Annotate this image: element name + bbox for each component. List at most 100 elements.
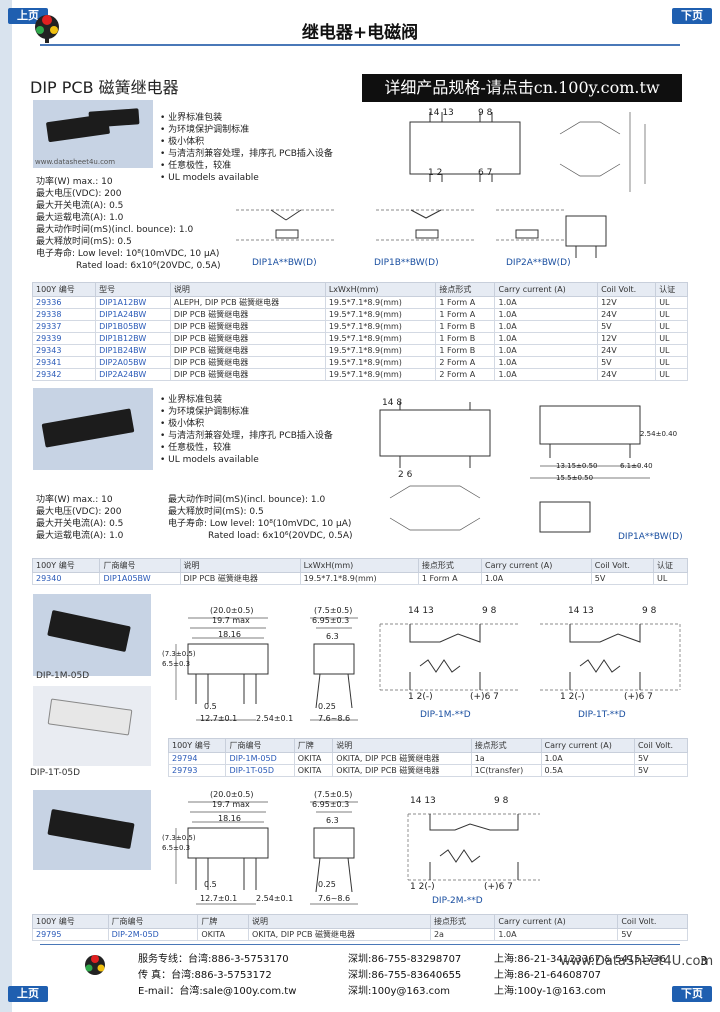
spec-item: 功率(W) max.: 10 — [36, 177, 113, 187]
pin-label-bottom: 2 6 — [398, 470, 413, 480]
diagram-label: DIP1A**BW(D) — [252, 258, 317, 268]
footer-email[interactable]: 深圳:100y@163.com — [348, 986, 450, 997]
feature-item: 业界标准包装 — [160, 112, 333, 124]
pin-label-bottom-right: (+)6 7 — [484, 882, 513, 892]
spec-list-2-right: 最大动作时间(mS)(incl. bounce): 1.0 最大释放时间(mS)… — [168, 494, 353, 542]
column-header: 100Y 编号 — [31, 282, 97, 297]
column-header: 说明 — [332, 738, 472, 753]
title-rule — [40, 44, 680, 46]
table-header-row: 100Y 编号 厂商编号 厂牌 说明 接点形式 Carry current (A… — [167, 738, 689, 753]
photo-caption: DIP-1T-05D — [30, 768, 81, 778]
product-spec-link-banner[interactable]: 详细产品规格-请点击cn.100y.com.tw — [362, 74, 682, 102]
photo-watermark: www.datasheet4u.com — [35, 158, 116, 166]
page-title: 继电器+电磁阀 — [301, 23, 419, 43]
feature-item: 任意极性，较准 — [160, 160, 333, 172]
dimension-label: 6.3 — [326, 816, 339, 825]
dimension-label: 6.3 — [326, 632, 339, 641]
dimension-drawing-3 — [175, 617, 358, 721]
prev-page-button-bottom[interactable]: 上页 — [8, 986, 48, 1002]
footer-contact: 传 真：台湾:886-3-5753172 — [138, 970, 272, 981]
footer-contact: 深圳:86-755-83640655 — [348, 970, 462, 981]
diagram-label: DIP1A**BW(D) — [618, 532, 683, 542]
spec-list-1: 功率(W) max.: 10 最大电压(VDC): 200 最大开关电流(A):… — [36, 176, 221, 272]
pin-label-bottom: 1 2(-) — [410, 882, 435, 892]
spec-item: 最大电压(VDC): 200 — [36, 189, 122, 199]
footer-email[interactable]: 上海:100y-1@163.com — [494, 986, 606, 997]
column-header: 型号 — [95, 282, 171, 297]
spec-item: 功率(W) max.: 10 — [36, 495, 113, 505]
footer-contact: 服务专线：台湾:886-3-5753170 — [138, 954, 289, 965]
dimension-label: 12.7±0.1 — [200, 714, 238, 723]
dimension-label: 18.16 — [218, 630, 241, 639]
next-page-button[interactable]: 下页 — [672, 8, 712, 24]
column-header: 厂商编号 — [107, 914, 199, 929]
column-header: 100Y 编号 — [167, 738, 227, 753]
footer-contact: 上海:86-21-34123367 & 54151736 — [494, 954, 666, 965]
dimension-label: (20.0±0.5) — [210, 790, 254, 799]
product-table-2: 100Y 编号 厂商编号 说明 LxWxH(mm) 接点形式 Carry cur… — [31, 558, 689, 585]
column-header: Coil Volt. — [597, 282, 657, 297]
pin-label-top-right: 9 8 — [478, 108, 493, 118]
feature-item: UL models available — [160, 454, 333, 466]
dimension-label: 19.7 max — [212, 800, 250, 809]
feature-list-1: 业界标准包装 为环境保护调制标准 极小体积 与清洁剂兼容处理，排序孔 PCB插入… — [160, 112, 333, 184]
next-page-button-bottom[interactable]: 下页 — [672, 986, 712, 1002]
footer-email[interactable]: E-mail：台湾:sale@100y.com.tw — [138, 986, 297, 997]
dimension-label: 6.5±0.3 — [162, 660, 191, 668]
dimension-label: 2.54±0.1 — [256, 714, 294, 723]
feature-item: 任意极性，较准 — [160, 442, 333, 454]
product-table-1: 100Y 编号 型号 说明 LxWxH(mm) 接点形式 Carry curre… — [31, 282, 688, 381]
column-header: 接点形式 — [435, 282, 496, 297]
footer-contact: 上海:86-21-64608707 — [494, 970, 601, 981]
spec-item: 电子寿命: Low level: 10⁸(10mVDC, 10 μA) — [168, 519, 352, 529]
spec-item: 最大释放时间(mS): 0.5 — [168, 507, 264, 517]
spec-item: Rated load: 6x10⁶(20VDC, 0.5A) — [208, 531, 353, 541]
diagram-label: DIP2A**BW(D) — [506, 258, 571, 268]
dimension-label: 0.25 — [318, 702, 336, 711]
spec-item: 最大运载电流(A): 1.0 — [36, 531, 124, 541]
diagram-label: DIP-2M-**D — [432, 896, 483, 906]
column-header: Coil Volt. — [617, 914, 688, 929]
column-header: Carry current (A) — [481, 558, 592, 573]
dimension-label: 2.54±0.40 — [640, 430, 678, 438]
dimension-label: (20.0±0.5) — [210, 606, 254, 615]
column-header: 100Y 编号 — [32, 914, 109, 929]
feature-item: 为环境保护调制标准 — [160, 406, 333, 418]
relay-photo-3 — [33, 594, 151, 676]
column-header: 接点形式 — [470, 738, 542, 753]
column-header: 认证 — [652, 558, 689, 573]
pin-label-top: 14 13 — [568, 606, 594, 616]
spec-item: 最大电压(VDC): 200 — [36, 507, 122, 517]
dimension-label: 7.6~8.6 — [318, 894, 351, 903]
spec-item: 最大动作时间(mS)(incl. bounce): 1.0 — [36, 225, 194, 235]
table-header-row: 100Y 编号 型号 说明 LxWxH(mm) 接点形式 Carry curre… — [31, 282, 688, 297]
pin-label-top-right: 9 8 — [494, 796, 509, 806]
dimension-label: (7.3±0.5) — [162, 834, 196, 842]
feature-item: 与清洁剂兼容处理，排序孔 PCB插入设备 — [160, 148, 333, 160]
photo-caption: DIP-1M-05D — [36, 671, 90, 681]
dimension-label: 6.95±0.3 — [312, 616, 350, 625]
pin-label-bottom: 1 2(-) — [408, 692, 433, 702]
dimension-label: 2.54±0.1 — [256, 894, 294, 903]
pin-label-top: 14 13 — [428, 108, 454, 118]
dimension-label: 12.7±0.1 — [200, 894, 238, 903]
circuit-diagram-4 — [407, 813, 540, 881]
relay-photo-2 — [33, 388, 153, 470]
circuit-diagrams-1 — [236, 209, 607, 258]
column-header: Coil Volt. — [633, 738, 689, 753]
dimension-label: 0.5 — [204, 880, 217, 889]
spec-list-2-left: 功率(W) max.: 10 最大电压(VDC): 200 最大开关电流(A):… — [36, 494, 123, 542]
diagram-label: DIP-1T-**D — [578, 710, 626, 720]
dimension-label: 0.5 — [204, 702, 217, 711]
